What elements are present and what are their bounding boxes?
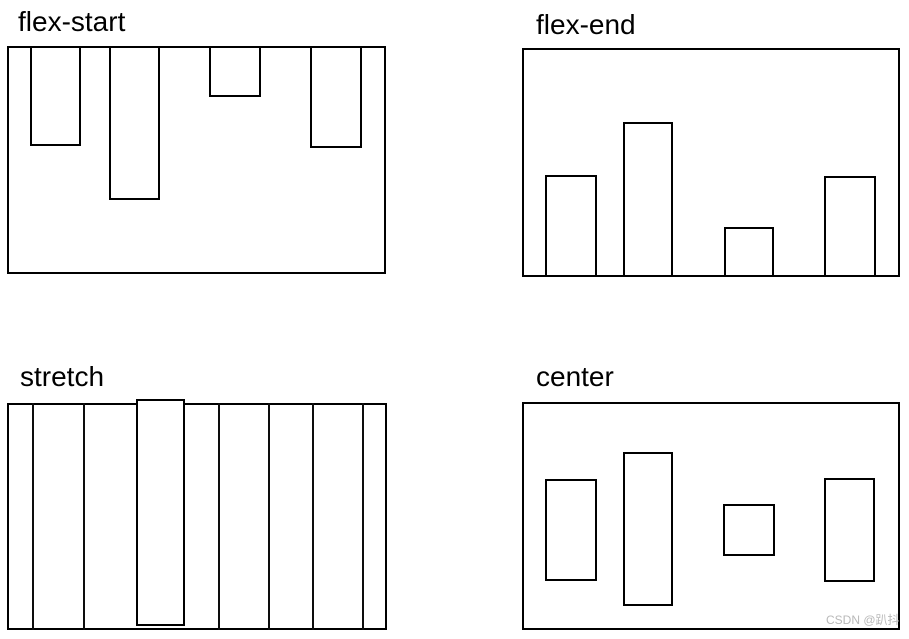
flex-item-divider <box>83 403 85 630</box>
panel-label-center: center <box>536 361 614 392</box>
panel-label-stretch: stretch <box>20 361 105 392</box>
flex-item <box>623 452 673 606</box>
flex-item <box>724 227 774 277</box>
flex-item <box>109 46 160 200</box>
flex-item-divider <box>312 403 314 630</box>
flex-item <box>723 504 775 556</box>
flex-item-divider <box>362 403 364 630</box>
flex-item-divider <box>268 403 270 630</box>
flex-container-stretch <box>7 403 387 630</box>
flex-item-divider <box>32 403 34 630</box>
flex-item-divider <box>218 403 220 630</box>
panel-label-flex-start: flex-start <box>18 6 126 37</box>
flex-item <box>30 46 81 146</box>
flex-item <box>545 175 597 277</box>
panel-label-flex-end: flex-end <box>536 9 636 40</box>
flex-item <box>209 46 261 97</box>
flex-item <box>545 479 597 581</box>
flex-item <box>623 122 673 277</box>
watermark-text: CSDN @趴抖 <box>826 613 900 627</box>
flex-item <box>136 399 185 626</box>
flex-item <box>824 478 875 582</box>
flex-item <box>310 46 362 148</box>
flex-item <box>824 176 876 277</box>
